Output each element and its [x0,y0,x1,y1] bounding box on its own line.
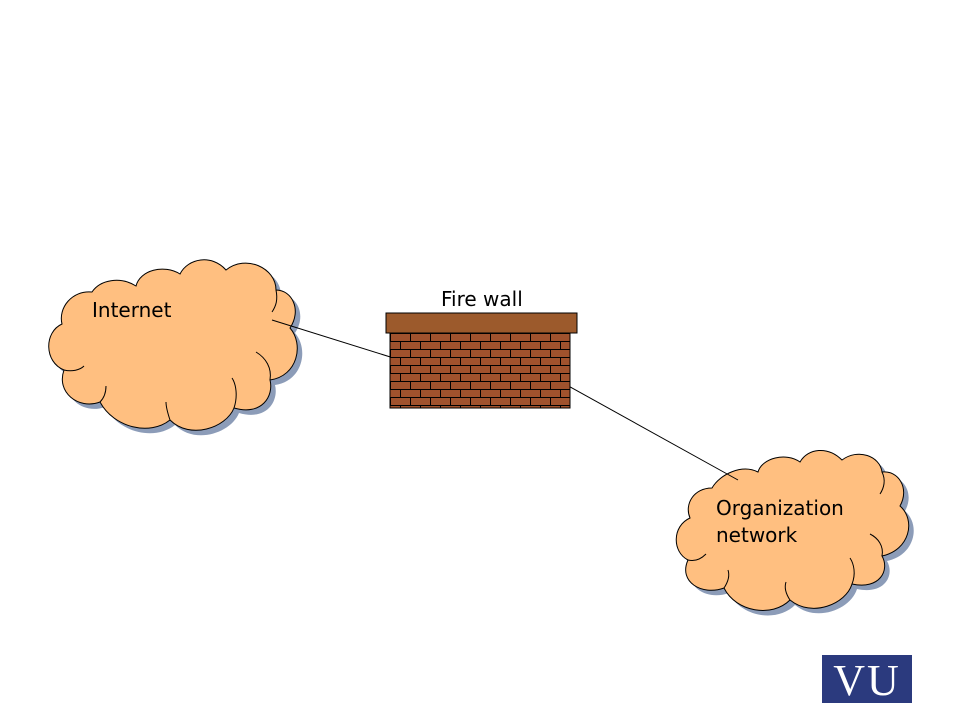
vu-logo: VU [822,655,912,705]
firewall-cap [385,312,578,334]
firewall-label: Fire wall [441,287,523,311]
internet-label: Internet [92,298,172,322]
connection-internet-firewall [271,319,401,361]
internet-cloud [48,259,303,436]
svg-text:VU: VU [833,656,901,705]
firewall-wall [385,312,578,409]
organization-cloud [675,450,914,616]
organization-network-label: Organization network [716,496,844,547]
firewall-bricks [389,332,571,409]
